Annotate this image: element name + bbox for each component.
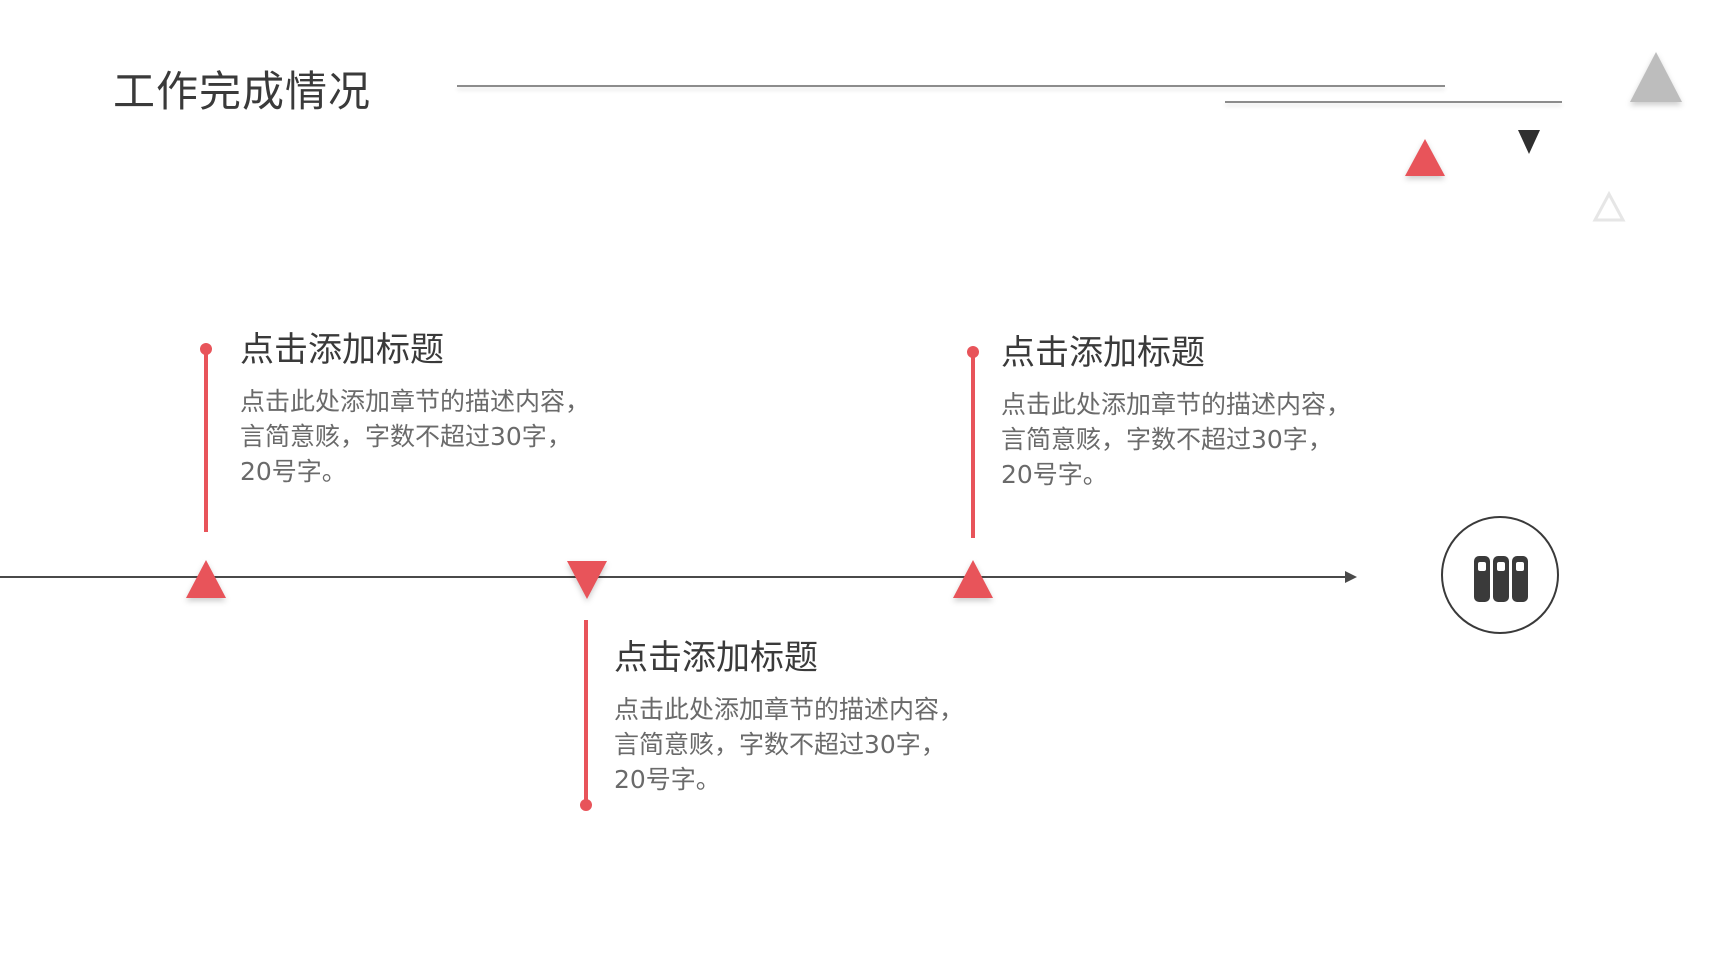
milestone-3-title: 点击添加标题 — [1001, 333, 1205, 373]
decor-triangle-outline-icon — [1592, 190, 1626, 222]
milestone-2-title: 点击添加标题 — [614, 638, 818, 678]
timeline-arrow-icon — [1345, 571, 1357, 583]
book-1-icon — [1474, 556, 1490, 602]
decor-triangle-red-icon — [1405, 139, 1445, 176]
book-2-icon — [1493, 556, 1509, 602]
milestone-1-body: 点击此处添加章节的描述内容， 言简意赅，字数不超过30字， 20号字。 — [240, 387, 591, 486]
header-rule-long — [457, 85, 1445, 87]
page-title: 工作完成情况 — [113, 67, 372, 116]
milestone-2-body: 点击此处添加章节的描述内容， 言简意赅，字数不超过30字， 20号字。 — [614, 695, 965, 794]
milestone-3-connector — [971, 352, 975, 538]
decor-triangle-dark-icon — [1518, 130, 1540, 154]
timeline-axis — [0, 576, 1345, 578]
milestone-2-dot — [580, 799, 592, 811]
milestone-1-connector — [204, 349, 208, 532]
header-rule-short — [1225, 101, 1562, 103]
milestone-3-body: 点击此处添加章节的描述内容， 言简意赅，字数不超过30字， 20号字。 — [1001, 390, 1352, 489]
milestone-3-marker-icon — [953, 560, 993, 598]
milestone-1-marker-icon — [186, 560, 226, 598]
milestone-2-connector — [584, 620, 588, 800]
books-icon — [1441, 516, 1559, 634]
milestone-2-marker-icon — [567, 561, 607, 599]
decor-triangle-gray-icon — [1630, 52, 1682, 102]
milestone-1-title: 点击添加标题 — [240, 330, 444, 370]
book-3-icon — [1512, 556, 1528, 602]
